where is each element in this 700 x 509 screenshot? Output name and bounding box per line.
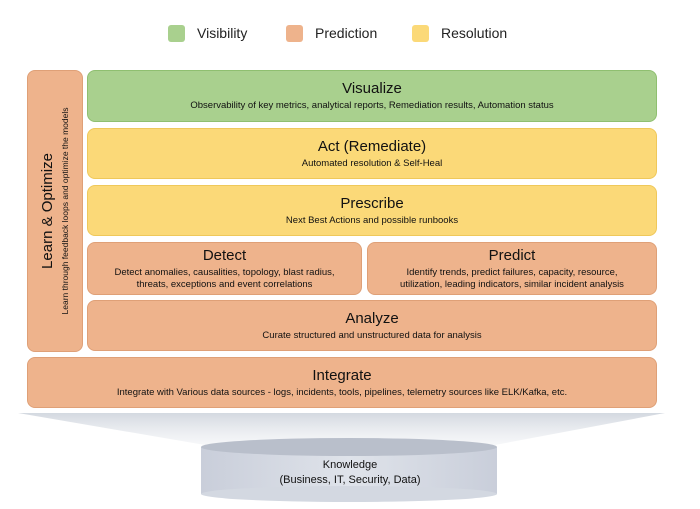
integrate-title: Integrate xyxy=(312,366,372,384)
knowledge-base: Knowledge (Business, IT, Security, Data) xyxy=(0,410,700,504)
knowledge-cone xyxy=(18,413,665,445)
integrate-subtitle: Integrate with Various data sources - lo… xyxy=(116,386,568,398)
prescribe-layer: Prescribe Next Best Actions and possible… xyxy=(87,185,657,236)
knowledge-subtitle: (Business, IT, Security, Data) xyxy=(279,474,421,486)
prescribe-title: Prescribe xyxy=(340,194,404,212)
learn-optimize-title: Learn & Optimize xyxy=(39,153,56,269)
legend-item-prediction: Prediction xyxy=(286,22,377,44)
analyze-subtitle: Curate structured and unstructured data … xyxy=(262,329,482,341)
legend-item-visibility: Visibility xyxy=(168,22,247,44)
visualize-title: Visualize xyxy=(342,80,402,97)
legend-swatch-resolution xyxy=(412,24,429,42)
legend-item-resolution: Resolution xyxy=(412,22,507,44)
detect-line-1: Detect anomalies, causalities, topology,… xyxy=(114,266,335,278)
legend-label-resolution: Resolution xyxy=(441,25,508,41)
detect-layer: Detect Detect anomalies, causalities, to… xyxy=(87,242,362,295)
detect-title: Detect xyxy=(202,246,247,264)
learn-optimize-subtitle: Learn through feedback loops and optimiz… xyxy=(60,107,70,315)
legend-label-visibility: Visibility xyxy=(197,25,248,41)
knowledge-cone-graphic xyxy=(18,413,665,502)
act-remediate-layer: Act (Remediate) Automated resolution & S… xyxy=(87,128,657,179)
knowledge-cylinder-top xyxy=(201,438,497,456)
predict-title: Predict xyxy=(488,246,536,264)
legend-label-prediction: Prediction xyxy=(315,25,378,41)
predict-line-2: utilization, leading indicators, similar… xyxy=(400,278,624,290)
integrate-layer: Integrate Integrate with Various data so… xyxy=(27,357,657,408)
act-subtitle: Automated resolution & Self-Heal xyxy=(301,157,443,169)
detect-line-2: threats, exceptions and event correlatio… xyxy=(136,278,313,290)
predict-layer: Predict Identify trends, predict failure… xyxy=(367,242,657,295)
analyze-title: Analyze xyxy=(345,309,399,327)
visualize-layer: Visualize Observability of key metrics, … xyxy=(87,70,657,122)
visualize-subtitle: Observability of key metrics, analytical… xyxy=(190,100,554,111)
analyze-layer: Analyze Curate structured and unstructur… xyxy=(87,300,657,351)
predict-line-1: Identify trends, predict failures, capac… xyxy=(406,266,618,278)
prescribe-subtitle: Next Best Actions and possible runbooks xyxy=(285,214,459,226)
legend-swatch-prediction xyxy=(286,24,303,42)
legend-swatch-visibility xyxy=(168,24,185,42)
act-title: Act (Remediate) xyxy=(317,137,427,155)
knowledge-title: Knowledge xyxy=(322,459,378,471)
learn-optimize-panel: Learn & Optimize Learn through feedback … xyxy=(27,70,83,352)
legend: Visibility Prediction Resolution xyxy=(0,22,700,44)
knowledge-cylinder-bottom xyxy=(201,486,497,502)
